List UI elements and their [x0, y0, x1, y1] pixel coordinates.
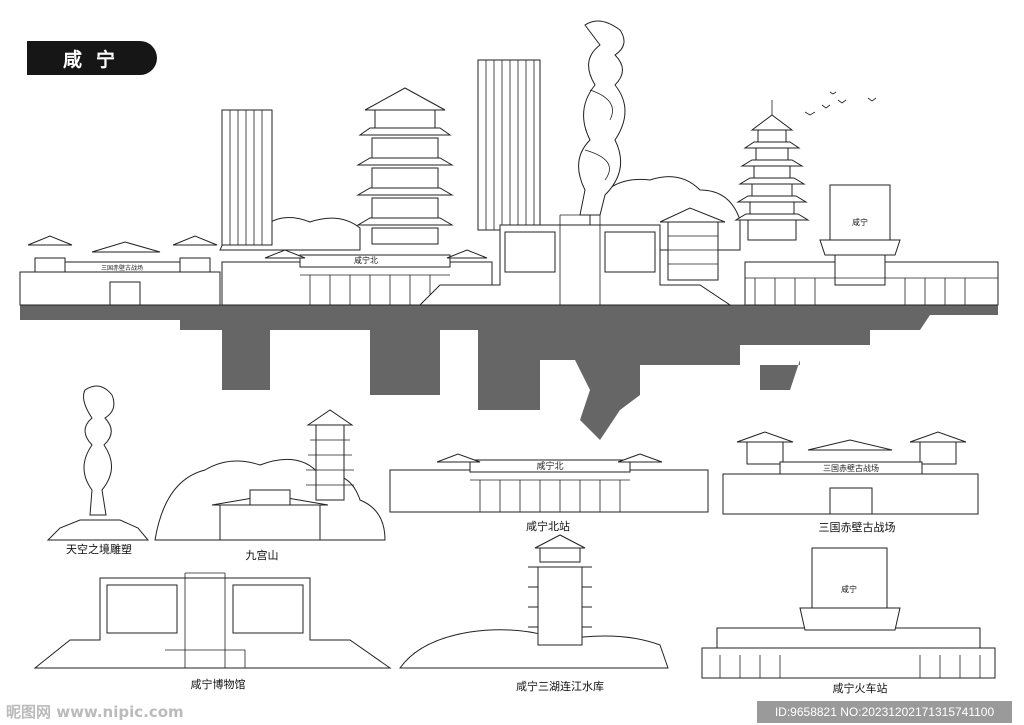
skyline-battlefield-gate: 三国赤壁古战场 — [19, 235, 221, 306]
label-railway-station: 咸宁火车站 — [833, 681, 888, 695]
label-north-station: 咸宁北站 — [526, 519, 570, 533]
vignette-museum: 咸宁博物馆 — [33, 572, 392, 691]
watermark-site: 昵图网 www.nipic.com — [6, 703, 184, 721]
label-museum: 咸宁博物馆 — [191, 677, 246, 691]
railway-station-sign: 咸宁 — [852, 217, 868, 227]
skyline-railway-station: 咸宁 — [744, 184, 999, 306]
vignette-north-station: 咸宁北 咸宁北站 — [389, 453, 709, 533]
label-red-cliff-battlefield: 三国赤壁古战场 — [819, 520, 896, 534]
skyline-reflection — [20, 305, 998, 440]
vignette-railway-station: 咸宁 咸宁火车站 — [701, 547, 996, 695]
birds — [804, 91, 877, 116]
skyline-jiugong-building — [659, 207, 726, 281]
railway-station-sign-small: 咸宁 — [841, 584, 857, 594]
label-lianjiang-reservoir: 咸宁三湖连江水库 — [516, 679, 604, 693]
skyline-tower-right — [477, 59, 541, 231]
skyline-tower-left — [221, 109, 273, 246]
vignette-red-cliff-battlefield: 三国赤壁古战场 三国赤壁古战场 — [722, 431, 979, 534]
vignette-lianjiang-reservoir: 咸宁三湖连江水库 — [399, 534, 669, 693]
battlefield-sign: 三国赤壁古战场 — [101, 264, 143, 272]
vignette-jiugong-mountain: 九宫山 — [154, 409, 386, 562]
skyline-museum — [418, 214, 732, 306]
label-jiugong-mountain: 九宫山 — [246, 548, 279, 562]
watermark-id: ID:9658821 NO:20231202171315741100 — [757, 701, 1012, 723]
skyline-pagoda — [734, 100, 810, 241]
north-station-sign: 咸宁北 — [354, 255, 378, 265]
skyline-pavilion-tower — [356, 87, 454, 245]
skyline-dragon-sculpture — [578, 20, 626, 216]
north-station-sign-small: 咸宁北 — [536, 460, 563, 472]
vignette-sky-mirror-sculpture: 天空之境雕塑 — [46, 385, 150, 556]
label-sky-mirror-sculpture: 天空之境雕塑 — [66, 542, 132, 556]
title-badge: 咸宁 — [27, 41, 157, 75]
battlefield-sign-small: 三国赤壁古战场 — [823, 463, 879, 473]
